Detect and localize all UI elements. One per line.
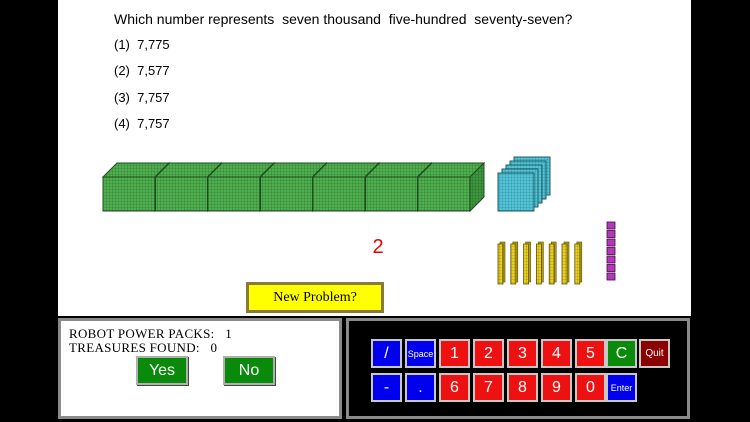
ten-rod <box>497 241 506 285</box>
ten-rod <box>574 241 583 285</box>
one-unit <box>606 238 616 247</box>
workspace: Which number represents seven thousand f… <box>58 0 691 316</box>
base-ten-blocks <box>101 156 616 285</box>
digit-4-key[interactable]: 4 <box>541 339 572 368</box>
thousand-cube <box>311 161 381 213</box>
answer-choice-3: (3) 7,757 <box>114 90 170 105</box>
thousand-cube <box>416 161 486 213</box>
one-unit <box>606 221 616 230</box>
one-unit <box>606 264 616 272</box>
ten-rod <box>548 241 557 285</box>
digit-5-key[interactable]: 5 <box>575 339 606 368</box>
status-panel: ROBOT POWER PACKS: 1 TREASURES FOUND: 0 … <box>58 318 342 419</box>
digit-7-key[interactable]: 7 <box>473 373 504 402</box>
decimal-key[interactable]: . <box>405 373 436 402</box>
ten-rod <box>535 241 544 285</box>
no-button[interactable]: No <box>223 356 275 385</box>
power-packs-label: ROBOT POWER PACKS: <box>69 326 215 341</box>
digit-6-key[interactable]: 6 <box>439 373 470 402</box>
slash-key[interactable]: / <box>371 339 402 368</box>
answer-choice-1: (1) 7,775 <box>114 37 170 52</box>
question-text: Which number represents seven thousand f… <box>114 11 573 27</box>
digit-9-key[interactable]: 9 <box>541 373 572 402</box>
one-unit <box>606 247 616 255</box>
treasures-value: 0 <box>210 340 218 355</box>
counter-value: 2 <box>372 236 384 258</box>
space-key[interactable]: Space <box>405 339 436 368</box>
ten-rod <box>510 241 519 285</box>
digit-8-key[interactable]: 8 <box>507 373 538 402</box>
hundred-flat <box>497 172 535 212</box>
one-unit <box>606 255 616 264</box>
minus-key[interactable]: - <box>371 373 402 402</box>
clear-key[interactable]: C <box>606 339 637 368</box>
digit-3-key[interactable]: 3 <box>507 339 538 368</box>
yes-button[interactable]: Yes <box>136 356 188 385</box>
treasures-label: TREASURES FOUND: <box>69 340 200 355</box>
power-packs-value: 1 <box>225 326 233 341</box>
new-problem-button[interactable]: New Problem? <box>246 282 384 313</box>
answer-choice-2: (2) 7,577 <box>114 63 170 78</box>
digit-2-key[interactable]: 2 <box>473 339 504 368</box>
digit-1-key[interactable]: 1 <box>439 339 470 368</box>
ten-rod <box>523 241 531 285</box>
digit-0-key[interactable]: 0 <box>575 373 606 402</box>
keypad-panel: / Space 1 2 3 4 5 C Quit - . 6 7 8 9 0 E… <box>346 318 690 419</box>
one-unit <box>606 272 616 281</box>
one-unit <box>606 230 616 238</box>
quit-key[interactable]: Quit <box>639 339 670 368</box>
power-packs-row: ROBOT POWER PACKS: 1 <box>69 326 232 342</box>
answer-choice-4: (4) 7,757 <box>114 116 170 131</box>
ten-rod <box>561 241 570 285</box>
enter-key[interactable]: Enter <box>606 373 637 402</box>
treasures-row: TREASURES FOUND: 0 <box>69 340 217 356</box>
